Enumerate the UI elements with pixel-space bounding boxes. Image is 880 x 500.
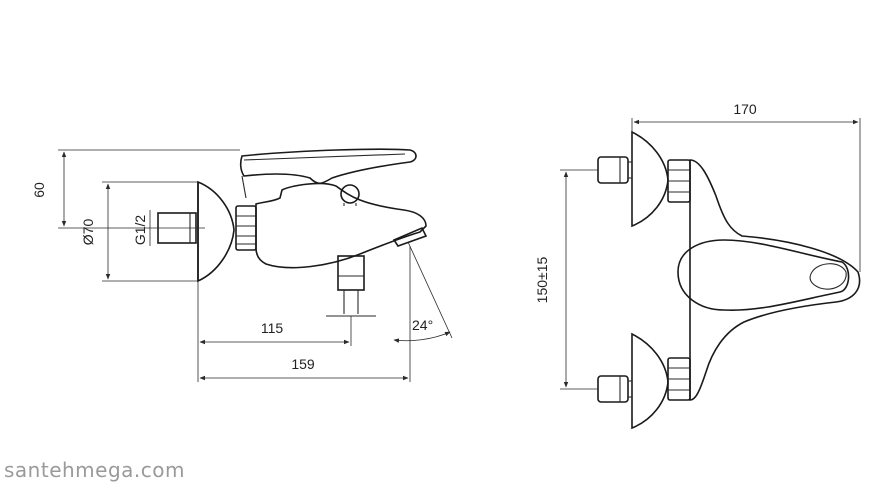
upper-nut	[667, 159, 691, 203]
dim-height-label: 60	[31, 182, 47, 198]
dim-width: 170	[631, 101, 861, 272]
diverter-knob	[340, 184, 360, 206]
dim-diameter: Ø70	[80, 181, 198, 282]
mixer-body	[255, 182, 427, 269]
shower-outlet	[326, 255, 376, 317]
front-view: 170 150±15	[534, 101, 861, 430]
wall-flange	[197, 180, 235, 283]
lower-flange	[631, 332, 669, 430]
dim-total-length: 159	[199, 246, 411, 382]
dim-angle-label: 24°	[412, 317, 433, 333]
dim-spout-axis: 115	[197, 281, 352, 382]
lower-connector	[597, 375, 632, 403]
dim-total-length-label: 159	[291, 356, 315, 372]
mixer-body-front	[689, 159, 861, 401]
watermark-text: santehmega.com	[4, 458, 185, 482]
inlet-connector	[146, 210, 205, 246]
lever-front	[677, 239, 850, 312]
dim-centers: 150±15	[534, 169, 598, 390]
dim-centers-label: 150±15	[534, 256, 550, 303]
spout-outlet	[392, 226, 428, 247]
lever-handle	[239, 148, 417, 185]
dim-diameter-label: Ø70	[80, 219, 96, 246]
dim-thread-label: G1/2	[132, 215, 148, 246]
upper-connector	[597, 156, 632, 184]
lower-nut	[667, 357, 691, 401]
side-view: 60 Ø70 G1/2 115 159 24°	[31, 148, 453, 382]
dim-spout-axis-label: 115	[261, 320, 284, 336]
connection-nut	[235, 205, 257, 251]
dim-angle: 24°	[393, 241, 453, 343]
upper-flange	[631, 130, 669, 228]
dim-width-label: 170	[733, 101, 757, 117]
dim-height: 60	[31, 149, 240, 229]
